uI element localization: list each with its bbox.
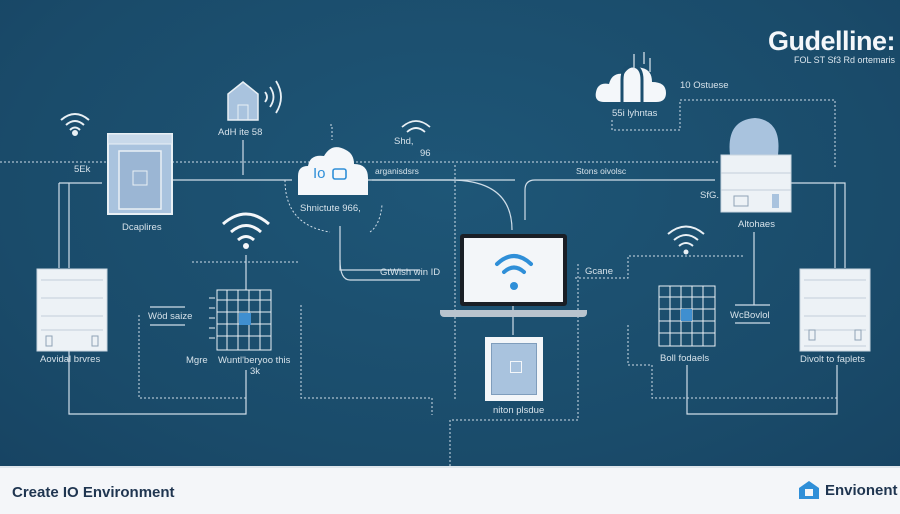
label-cloud-io: Shnictute 966, <box>300 203 361 214</box>
footer-bar: Create IO Environment Envionent <box>0 466 900 514</box>
label-tablet: niton plsdue <box>493 405 545 416</box>
server-rack-icon <box>36 268 108 352</box>
connector-lines <box>0 99 846 466</box>
smart-home-icon <box>227 80 282 121</box>
label-wod: Wöd saize <box>148 311 193 322</box>
label-mgre: Mgre <box>186 355 208 366</box>
page-title: Gudelline: <box>768 26 896 56</box>
label-server-top-right: Altohaes <box>738 219 775 230</box>
label-house: AdH ite 58 <box>218 127 263 138</box>
label-gcane: Gcane <box>585 266 613 277</box>
label-wcbov: WcBovlol <box>730 310 770 321</box>
wifi-icon <box>495 254 533 290</box>
label-server-right: Divolt to faplets <box>800 354 865 365</box>
panel-icon <box>510 361 522 373</box>
wifi-icon <box>667 225 705 255</box>
label-grid-left-sub: 3k <box>250 366 261 377</box>
label-shd-num: 96 <box>420 148 431 159</box>
server-rack-icon <box>799 268 871 352</box>
label-cloud-top-side: 10 Ostuese <box>680 80 729 91</box>
server-rack-icon <box>720 118 792 213</box>
cloud-io-text: Io <box>313 165 326 182</box>
label-grid-right: Boll fodaels <box>660 353 710 364</box>
cloud-io-icon <box>298 147 368 195</box>
grid-module-icon <box>658 285 716 347</box>
brand-name: Envionent <box>825 481 898 499</box>
grid-module-icon <box>209 289 272 351</box>
label-stons: Stons oivolsc <box>576 166 627 176</box>
wifi-icon <box>222 212 270 249</box>
label-wifi-left: 5Ek <box>74 164 91 175</box>
wifi-icon <box>60 113 90 136</box>
cloud-lock-icon <box>595 52 666 102</box>
footer-title: Create IO Environment <box>12 484 175 501</box>
label-sfg: SfG. <box>700 190 720 201</box>
label-shd: Shd, <box>394 136 414 147</box>
diagram-canvas: Gudelline: FOL ST Sf3 Rd ortemaris 10 Os… <box>0 0 900 466</box>
tablet-device <box>485 337 543 401</box>
cabinet-device-icon <box>107 133 173 215</box>
label-arganis: arganisdsrs <box>375 166 419 176</box>
label-grid-left: Wuntl'beryoo this <box>218 355 291 366</box>
label-cabinet: Dcaplires <box>122 222 162 233</box>
laptop-device <box>460 234 567 306</box>
page-subtitle: FOL ST Sf3 Rd ortemaris <box>794 55 896 65</box>
brand-house-icon <box>799 481 819 499</box>
label-gtwish: GtWish win ID <box>380 267 441 278</box>
label-cloud-top: 55i lyhntas <box>612 108 658 119</box>
label-server-left: Aovidal brvres <box>40 354 101 365</box>
brand-logo: Envionent <box>797 480 898 500</box>
wifi-icon <box>401 120 431 133</box>
laptop-base <box>440 310 587 317</box>
